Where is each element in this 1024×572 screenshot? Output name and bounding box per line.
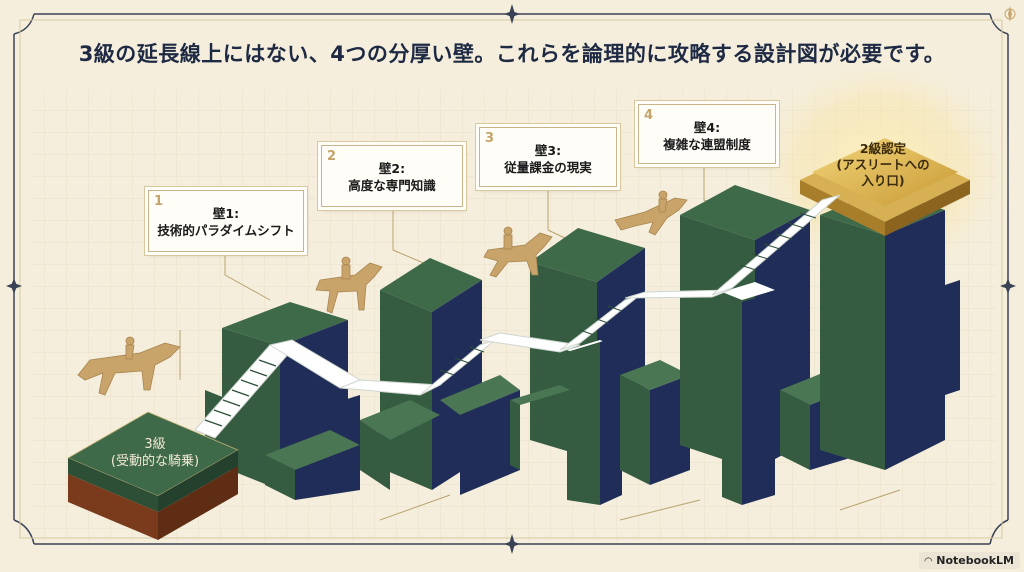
goal-platform xyxy=(800,138,970,236)
horse-rider-icon xyxy=(483,226,553,278)
horse-rider-icon xyxy=(315,256,383,314)
watermark-label: NotebookLM xyxy=(936,554,1014,567)
wall-card-3: 3 壁3: 従量課金の現実 xyxy=(479,127,617,187)
page-title: 3級の延長線上にはない、4つの分厚い壁。これらを論理的に攻略する設計図が必要です… xyxy=(78,42,946,66)
wall-heading: 壁1: xyxy=(212,206,240,221)
start-base xyxy=(67,411,239,540)
wall-label: 技術的パラダイムシフト xyxy=(157,223,295,238)
wall-label: 高度な専門知識 xyxy=(348,178,436,193)
wall-3-block xyxy=(510,228,690,505)
wall-label: 従量課金の現実 xyxy=(504,160,592,175)
notebooklm-icon: ◠ xyxy=(924,556,933,567)
compass-ornament-right xyxy=(1000,278,1016,294)
start-description: (受動的な騎乗) xyxy=(110,454,200,469)
compass-ornament-top xyxy=(504,4,520,24)
goal-description-1: (アスリートへの xyxy=(836,157,930,172)
wall-number: 1 xyxy=(154,194,164,209)
wall-heading: 壁3: xyxy=(534,143,562,158)
compass-ornament-left xyxy=(6,278,22,294)
staircase-path xyxy=(194,194,841,439)
notebooklm-watermark: ◠NotebookLM xyxy=(918,552,1020,569)
compass-rose-corner xyxy=(1004,6,1016,22)
horse-rider-icon xyxy=(77,336,181,396)
horse-rider-icon xyxy=(614,190,688,236)
wall-heading: 壁2: xyxy=(378,161,406,176)
wall-card-4: 4 壁4: 複雑な連盟制度 xyxy=(638,104,776,164)
goal-description-2: 入り口) xyxy=(861,173,905,188)
goal-label: 2級認定 (アスリートへの 入り口) xyxy=(830,141,936,189)
goal-level: 2級認定 xyxy=(859,141,907,156)
wall-label: 複雑な連盟制度 xyxy=(663,137,751,152)
compass-ornament-bottom xyxy=(504,534,520,554)
wall-heading: 壁4: xyxy=(693,120,721,135)
wall-card-1: 1 壁1: 技術的パラダイムシフト xyxy=(148,190,304,252)
wall-number: 3 xyxy=(485,131,495,146)
wall-4-block xyxy=(680,185,860,505)
horse-rider-icons xyxy=(77,190,688,396)
start-level: 3級 xyxy=(144,437,166,452)
wall-number: 2 xyxy=(327,149,337,164)
wall-card-2: 2 壁2: 高度な専門知識 xyxy=(321,145,463,207)
wall-number: 4 xyxy=(644,108,654,123)
start-label: 3級 (受動的な騎乗) xyxy=(100,436,210,470)
